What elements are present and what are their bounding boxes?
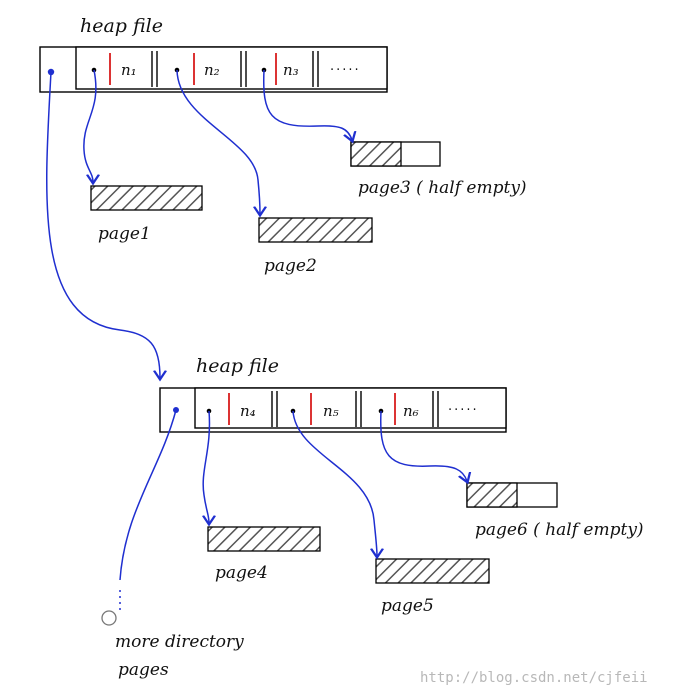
page-5-box xyxy=(375,558,490,584)
arrow-n5-to-page5 xyxy=(292,410,377,556)
page-1-box xyxy=(90,185,203,211)
directory-1-arrows xyxy=(46,69,352,378)
page-1-label: page1 xyxy=(98,224,151,244)
page-4-box xyxy=(207,526,321,552)
page-2: page2 xyxy=(258,217,373,276)
directory-1-header-row xyxy=(75,46,388,90)
directory-2-header-row xyxy=(194,387,507,429)
page-2-label: page2 xyxy=(264,256,317,276)
arrow-to-directory-2 xyxy=(46,71,160,378)
directory-1-ellipsis: ····· xyxy=(330,63,361,78)
page-3-filled-portion xyxy=(350,141,402,167)
page-5: page5 xyxy=(375,558,490,616)
directory-2: heap file n₄ n₅ n₆ ····· xyxy=(159,355,507,433)
directory-2-title: heap file xyxy=(196,355,279,377)
directory-2-arrows xyxy=(119,409,467,612)
terminal-circle-icon xyxy=(101,610,117,626)
arrow-n6-to-page6 xyxy=(379,410,467,481)
directory-2-ellipsis: ····· xyxy=(448,403,479,418)
page-6-filled-portion xyxy=(466,482,518,508)
page-3: page3 ( half empty) xyxy=(350,141,527,198)
arrow-n4-to-page4 xyxy=(203,410,209,523)
more-directory-line1: more directory xyxy=(115,632,244,652)
page-4-label: page4 xyxy=(215,563,268,583)
more-directory-line2: pages xyxy=(118,660,169,680)
arrow-n1-to-page1 xyxy=(83,69,96,182)
directory-1: heap file n₁ n₂ n₃ ····· xyxy=(39,15,388,93)
more-directory-pages: more directory pages xyxy=(101,610,244,680)
slot-n3-label: n₃ xyxy=(283,61,299,79)
directory-1-title: heap file xyxy=(80,15,163,37)
slot-n2-label: n₂ xyxy=(204,61,220,79)
page-3-label: page3 ( half empty) xyxy=(358,178,527,198)
slot-n6-label: n₆ xyxy=(403,402,419,420)
page-1: page1 xyxy=(90,185,203,244)
page-5-label: page5 xyxy=(381,596,434,616)
arrow-n3-to-page3 xyxy=(262,69,352,140)
slot-n1-label: n₁ xyxy=(121,61,137,79)
slot-n4-label: n₄ xyxy=(240,402,256,420)
page-6: page6 ( half empty) xyxy=(466,482,644,540)
arrow-to-more-directories xyxy=(119,409,177,581)
page-6-label: page6 ( half empty) xyxy=(475,520,644,540)
page-2-box xyxy=(258,217,373,243)
slot-n5-label: n₅ xyxy=(323,402,339,420)
arrow-n2-to-page2 xyxy=(176,69,260,214)
watermark: http://blog.csdn.net/cjfeii xyxy=(420,670,648,686)
page-4: page4 xyxy=(207,526,321,583)
